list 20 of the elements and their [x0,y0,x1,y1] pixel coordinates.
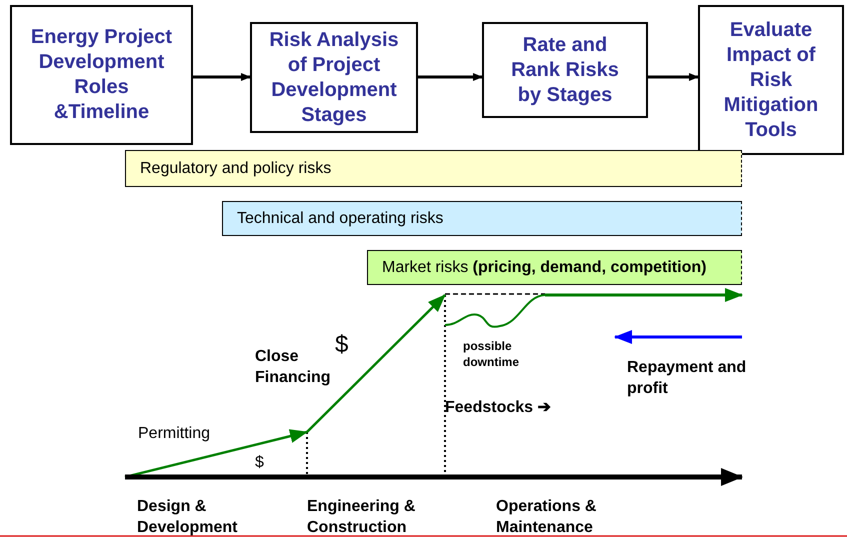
process-box: Evaluate Impact of Risk Mitigation Tools [698,5,844,155]
risk-band: Technical and operating risks [222,201,742,236]
phase-label: Design & Development [137,497,238,537]
annotation: Repayment and profit [627,358,748,399]
process-box: Rate and Rank Risks by Stages [482,22,648,118]
annotation: Feedstocks ➔ [445,398,552,418]
phase-label: Engineering & Construction [307,497,416,537]
annotation: possible downtime [463,338,520,370]
phase-label: Operations & Maintenance [496,497,598,537]
dollar-sign: $ [255,453,265,473]
stage-label: Permitting [138,424,212,444]
risk-band: Regulatory and policy risks [125,150,742,187]
arrow [193,73,251,81]
dollar-sign: $ [335,334,350,355]
arrow [648,73,699,81]
process-box: Energy Project Development Roles &Timeline [10,5,193,145]
process-box: Risk Analysis of Project Development Stages [250,22,418,133]
arrow [418,73,483,81]
stage-label: Close Financing [255,347,332,388]
risk-band: Market risks (pricing, demand, competition) [367,250,742,285]
